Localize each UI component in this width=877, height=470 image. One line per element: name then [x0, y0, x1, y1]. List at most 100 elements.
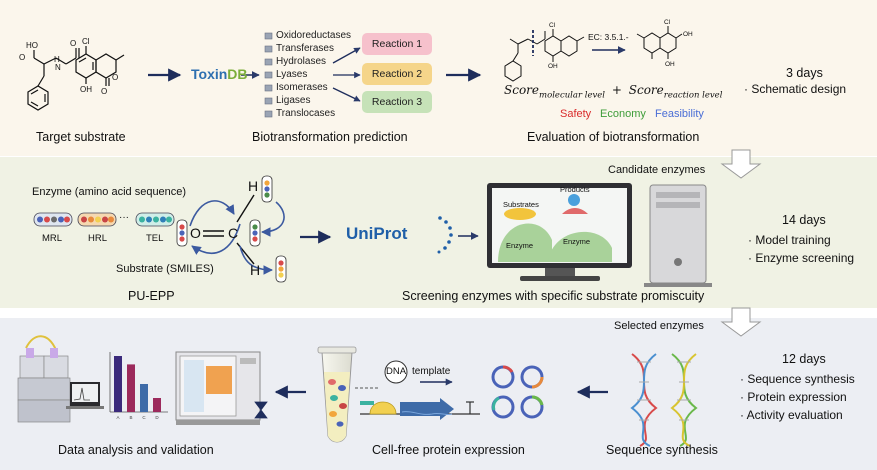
score-term-1: Score [504, 83, 540, 97]
svg-text:O: O [101, 87, 107, 96]
sequence-label-hrl: HRL [88, 233, 108, 244]
stage3-task-1: · Sequence synthesis [740, 372, 855, 386]
svg-text:N: N [55, 63, 61, 72]
sequence-label-mrl: MRL [42, 233, 63, 244]
atom-h-top: H [248, 178, 259, 194]
atom-h-bottom: H [250, 262, 261, 278]
evaluation-label: Evaluation of biotransformation [527, 130, 700, 144]
bar-C [140, 384, 148, 412]
screening-label: Screening enzymes with specific substrat… [402, 289, 705, 303]
svg-text:Cl: Cl [549, 22, 556, 29]
enzyme-class-ligases: Ligases [276, 95, 311, 106]
stage2-task-1: · Model training [748, 233, 831, 247]
band-enzyme-screening [0, 157, 877, 308]
reaction-2-box: Reaction 2 [362, 63, 432, 85]
evaluation-molecule-right [636, 26, 683, 59]
selected-enzymes-label: Selected enzymes [614, 320, 704, 332]
ec-number-label: EC: 3.5.1.- [588, 32, 629, 42]
bond-c-h-top [236, 194, 255, 223]
transition-arrow-candidate [720, 149, 762, 179]
hourglass-icon [254, 401, 268, 419]
svg-text:OH: OH [683, 31, 693, 38]
data-analysis-label: Data analysis and validation [58, 443, 214, 457]
sequence-ellipsis: ··· [119, 212, 129, 223]
attention-arrow-1 [189, 200, 235, 227]
reaction-3-box: Reaction 3 [362, 91, 432, 113]
sequence-synthesis-label: Sequence synthesis [606, 443, 718, 457]
uniprot-logo-dots [437, 216, 453, 254]
enzyme-class-isomerases: Isomerases [276, 82, 328, 93]
svg-text:HO: HO [26, 41, 38, 50]
svg-text:O: O [112, 73, 118, 82]
cellfree-expression-label: Cell-free protein expression [372, 443, 525, 457]
attention-arrow-4 [239, 245, 273, 275]
atom-c: C [228, 225, 239, 241]
bar-label-B: B [129, 415, 132, 420]
arrow-classes-to-reaction1 [332, 47, 361, 64]
score-plus: + [611, 83, 622, 97]
band-biotransformation [0, 0, 877, 156]
sequence-label-tel: TEL [146, 233, 164, 244]
biotransformation-label: Biotransformation prediction [252, 130, 408, 144]
enzyme-sequence-label: Enzyme (amino acid sequence) [32, 186, 187, 198]
score-sub-1: molecular level [539, 90, 606, 101]
plasmid-group [491, 365, 544, 419]
enzyme-class-translocases: Translocases [276, 108, 336, 119]
score-term-2: Score [628, 83, 664, 97]
token-h-top [261, 175, 273, 203]
uniprot-logo: UniProt [346, 224, 408, 243]
enzyme-class-icons [264, 32, 273, 118]
screen-enzyme-label-1: Enzyme [506, 241, 534, 250]
enzyme-class-oxidoreductases: Oxidoreductases [276, 30, 352, 41]
sequence-mrl [33, 212, 73, 227]
target-molecule-structure [27, 46, 125, 111]
bar-label-C: C [142, 415, 146, 420]
candidate-enzymes-label: Candidate enzymes [608, 164, 706, 176]
template-label: template [412, 366, 451, 377]
bar-chart-bars [114, 356, 161, 412]
bar-D [153, 398, 161, 412]
svg-text:O: O [19, 53, 25, 62]
pu-epp-label: PU-EPP [128, 289, 175, 303]
toxindb-logo-part1: Toxin [191, 66, 228, 82]
sequence-hrl [77, 212, 117, 227]
screen-enzyme-label-2: Enzyme [563, 237, 591, 246]
stage1-task-1: · Schematic design [744, 82, 847, 96]
toxindb-logo: ToxinDB [191, 66, 248, 82]
svg-text:O: O [70, 39, 76, 48]
score-formula: Scoremolecular level + Scorereaction lev… [504, 83, 722, 100]
attention-arrow-2 [191, 223, 241, 255]
score-sub-2: reaction level [663, 90, 723, 101]
screen-products-label: Products [560, 185, 590, 194]
target-molecule-atoms: HOO NH O Cl OH O O [19, 37, 118, 96]
evaluation-molecule-left [504, 29, 585, 82]
svg-text:Cl: Cl [82, 37, 90, 46]
dna-helix-right [670, 353, 698, 447]
reaction-tube [317, 346, 357, 443]
dna-helix-left [630, 353, 658, 447]
token-c [249, 219, 261, 247]
screen-enzyme-pockets [498, 194, 612, 262]
sequence-tel [135, 212, 175, 227]
stage2-duration: 14 days [782, 213, 826, 227]
reaction-1-box: Reaction 1 [362, 33, 432, 55]
incubator-illustration [175, 351, 261, 425]
criteria-feasibility: Feasibility [655, 108, 704, 120]
svg-text:OH: OH [548, 63, 558, 70]
arrow-classes-to-reaction3 [332, 87, 361, 102]
target-substrate-label: Target substrate [36, 130, 126, 144]
criteria-safety: Safety [560, 108, 592, 120]
substrate-smiles-label: Substrate (SMILES) [116, 263, 214, 275]
stage2-task-2: · Enzyme screening [748, 251, 855, 265]
bar-B [127, 364, 135, 412]
transition-arrow-selected [720, 307, 762, 337]
dna-label: DNA [386, 366, 407, 377]
criteria-economy: Economy [600, 108, 646, 120]
stage1-duration: 3 days [786, 66, 823, 80]
stage3-task-3: · Activity evaluation [740, 408, 843, 422]
attention-arrow-3 [261, 201, 285, 237]
